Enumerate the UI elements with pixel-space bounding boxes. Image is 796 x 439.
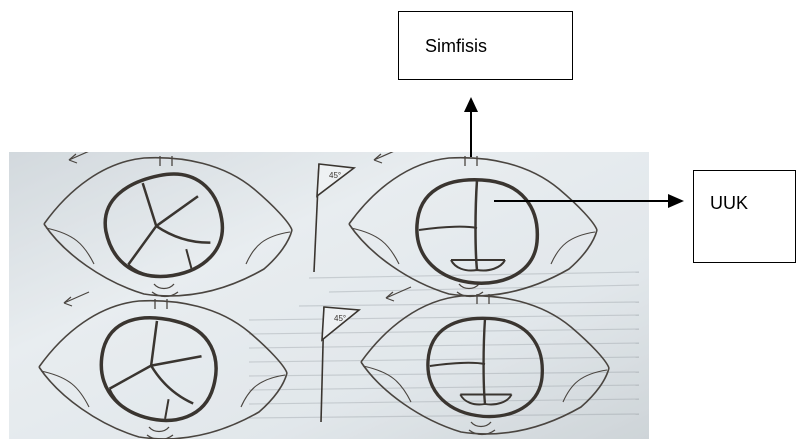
uuk-label-box: UUK (693, 170, 796, 263)
uuk-label: UUK (710, 193, 748, 214)
angle-flag-label: 45° (329, 171, 341, 180)
symphysis-arrowhead (464, 97, 478, 112)
symphysis-label-box: Simfisis (398, 11, 573, 80)
symphysis-label: Simfisis (425, 36, 487, 57)
uuk-arrowhead (668, 194, 684, 208)
angle-flag-label: 45° (334, 314, 346, 323)
textbook-figure-photo: 45° 45° (9, 152, 649, 439)
